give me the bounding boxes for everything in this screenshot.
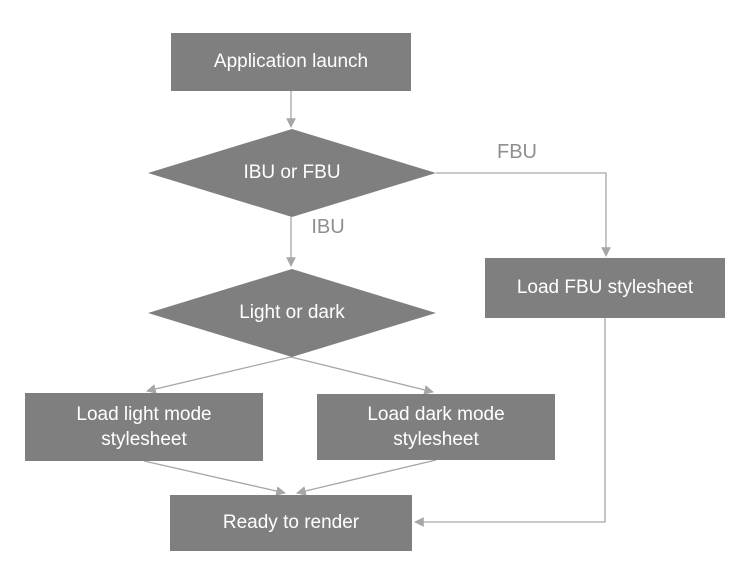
node-ready-to-render: Ready to render	[170, 495, 412, 551]
connector-decision2-to-load-dark	[290, 356, 434, 395]
connector-decision1-to-load-fbu	[436, 172, 611, 257]
node-decision-ibu-or-fbu-label: IBU or FBU	[243, 162, 341, 184]
node-load-fbu-stylesheet: Load FBU stylesheet	[485, 258, 725, 318]
edge-label-fbu: FBU	[497, 141, 537, 163]
edge-label-ibu: IBU	[311, 216, 345, 238]
node-load-dark-mode-stylesheet: Load dark mode stylesheet	[317, 394, 555, 460]
connector-load-light-to-ready	[143, 460, 286, 496]
node-load-fbu-stylesheet-label: Load FBU stylesheet	[516, 277, 694, 299]
node-load-light-mode-stylesheet: Load light mode stylesheet	[25, 393, 263, 461]
node-ready-to-render-label: Ready to render	[222, 512, 360, 534]
connector-decision2-to-load-light	[146, 356, 292, 394]
node-load-dark-mode-stylesheet-label: Load dark mode stylesheet	[367, 403, 505, 450]
node-application-launch-label: Application launch	[213, 51, 369, 73]
node-decision-light-or-dark-label: Light or dark	[239, 302, 345, 324]
node-application-launch: Application launch	[171, 33, 411, 91]
connector-load-fbu-to-ready	[414, 318, 606, 527]
node-load-light-mode-stylesheet-label: Load light mode stylesheet	[76, 403, 212, 450]
connector-load-dark-to-ready	[296, 459, 437, 496]
